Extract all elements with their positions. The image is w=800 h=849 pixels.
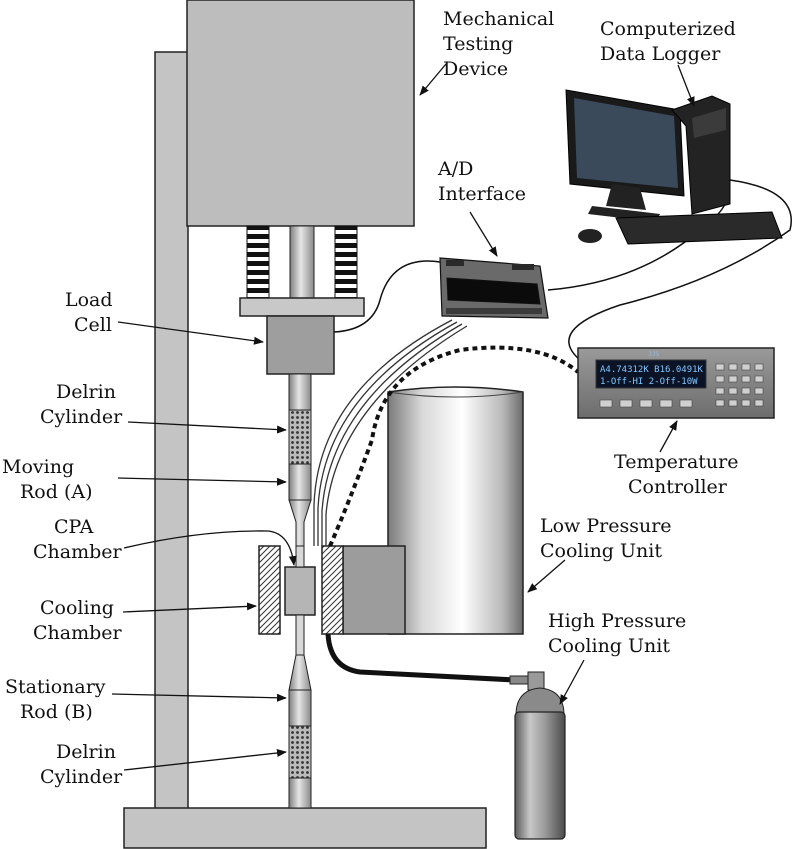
- upper-rod: [288, 373, 312, 411]
- leader-arrows: [111, 63, 695, 771]
- arrow-cpa-chamber: [123, 530, 297, 566]
- label-delrin-cylinder-top: Delrin Cylinder: [40, 381, 123, 428]
- arrow-low-pressure-unit: [527, 559, 566, 593]
- stationary-rod-b: [288, 689, 312, 727]
- label-stationary-rod: Stationary Rod (B): [5, 676, 112, 723]
- high-pressure-hose: [325, 633, 516, 683]
- label-delrin-cylinder-bottom: Delrin Cylinder: [40, 741, 123, 788]
- crosshead-plate: [239, 297, 365, 317]
- moving-rod-a: [288, 463, 312, 501]
- arrow-high-pressure-unit: [559, 659, 585, 705]
- arrow-stationary-rod: [111, 693, 287, 702]
- arrow-mechanical-device: [419, 63, 447, 96]
- arrow-ad-interface: [469, 211, 498, 257]
- label-high-pressure-cooling-unit: High Pressure Cooling Unit: [548, 610, 692, 657]
- left-spring: [246, 225, 270, 299]
- arrow-cooling-chamber: [122, 602, 257, 613]
- label-computerized-data-logger: Computerized Data Logger: [600, 18, 742, 65]
- load-cell-block: [266, 315, 335, 375]
- label-load-cell: Load Cell: [65, 289, 119, 336]
- cooling-chamber-right-wall: [321, 545, 344, 635]
- label-ad-interface: A/D Interface: [437, 158, 526, 205]
- label-low-pressure-cooling-unit: Low Pressure Cooling Unit: [540, 515, 678, 562]
- shaft: [289, 225, 315, 299]
- label-mechanical-testing-device: Mechanical Testing Device: [443, 8, 560, 80]
- moving-rod-taper: [288, 499, 312, 547]
- delrin-cylinder-lower: [288, 725, 312, 779]
- thermocouple-wires: [313, 319, 468, 546]
- delrin-cylinder-upper: [288, 409, 312, 465]
- rod-through-chamber: [295, 545, 305, 568]
- mechanical-testing-device: [186, 0, 415, 227]
- cpa-chamber: [284, 566, 316, 616]
- cooling-unit-block: [342, 545, 406, 635]
- cylinder-top-edge: [387, 391, 524, 398]
- low-pressure-cooling-unit: [387, 386, 524, 635]
- stationary-rod-taper: [288, 654, 312, 691]
- label-temperature-controller: Temperature Controller: [614, 451, 745, 498]
- label-cooling-chamber: Cooling Chamber: [33, 597, 123, 644]
- computerized-data-logger: [565, 89, 783, 245]
- base-plate: [123, 807, 487, 849]
- arrow-moving-rod: [117, 477, 287, 486]
- controller-model-number: 335: [648, 351, 660, 358]
- label-cpa-chamber: CPA Chamber: [33, 516, 123, 563]
- temperature-controller-device: A4.74312K B16.0491K 1-Off-HI 2-Off-10W 3…: [577, 347, 775, 419]
- high-pressure-cooling-unit: [509, 671, 566, 840]
- arrow-delrin-bottom: [123, 749, 287, 771]
- arrow-data-logger: [677, 64, 695, 107]
- frame-column: [154, 51, 189, 810]
- controller-display-line-2: 1-Off-HI 2-Off-10W: [600, 377, 698, 387]
- right-spring: [334, 225, 358, 299]
- cooling-chamber-left-wall: [258, 545, 281, 635]
- arrow-delrin-top: [127, 421, 287, 434]
- temperature-controller-cable: [328, 345, 580, 547]
- controller-display-line-1: A4.74312K B16.0491K: [600, 365, 704, 375]
- arrow-load-cell: [117, 321, 264, 345]
- lower-rod: [288, 777, 312, 809]
- rod-through-chamber-lower: [295, 614, 305, 656]
- controller-to-computer-cable: [568, 179, 792, 361]
- label-moving-rod: Moving Rod (A): [2, 456, 93, 503]
- ad-interface-device: [439, 257, 549, 319]
- load-cell-cable: [333, 260, 441, 333]
- arrow-temperature-controller: [659, 420, 678, 453]
